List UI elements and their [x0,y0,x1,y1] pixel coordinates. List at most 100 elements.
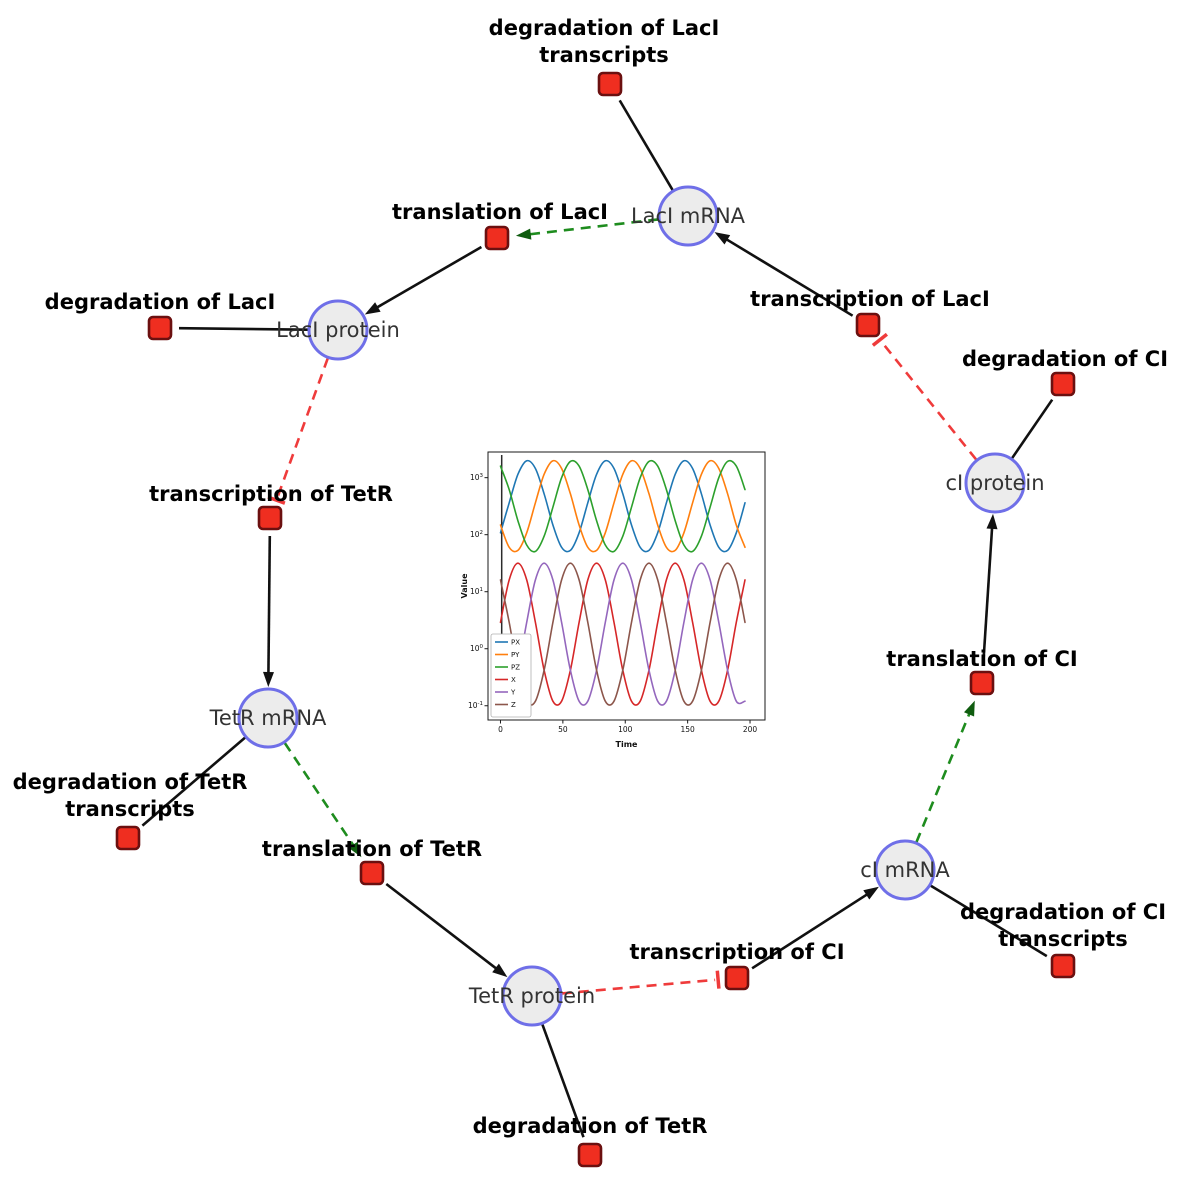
reaction-label-transcription-tetr: transcription of TetR [149,482,393,506]
edge-line [915,711,972,843]
species-label-ci-protein: cI protein [945,471,1044,495]
species-label-laci-mrna: LacI mRNA [631,204,746,228]
reaction-node-deg-ci-transcripts[interactable] [1050,953,1076,979]
reaction-label-translation-ci: translation of CI [886,647,1077,671]
species-label-laci-protein: LacI protein [276,318,400,342]
edge-tetr-protein--transcription-ci [561,970,721,995]
edge-translation-tetr--tetr-protein [385,882,508,978]
legend-label-PY: PY [511,651,520,659]
reaction-node-translation-ci[interactable] [969,670,995,696]
chart-series-PY [499,459,746,553]
edge-line [374,245,483,310]
reaction-node-transcription-laci[interactable] [855,312,881,338]
chart-series-PZ [499,459,746,553]
edge-laci-protein--deg-laci [178,326,309,331]
edge-laci-mrna--translation-laci [515,218,659,240]
edge-transcription-ci--ci-mrna [751,886,879,970]
reaction-node-deg-ci[interactable] [1050,371,1076,397]
species-node-ci-protein[interactable] [964,452,1026,514]
species-label-tetr-mrna: TetR mRNA [209,706,327,730]
y-tick-label: 10-1 [468,701,483,710]
edge-translation-laci--laci-protein [364,245,483,315]
edge-tetr-protein--deg-tetr [541,1023,585,1138]
chart-series-Z [499,562,746,706]
edge-translation-ci--ci-protein [981,513,998,666]
reaction-node-deg-tetr[interactable] [577,1142,603,1168]
edge-line [141,736,247,827]
y-tick-label: 102 [470,530,483,539]
edge-line [561,978,716,995]
reaction-node-deg-laci[interactable] [147,315,173,341]
species-node-laci-protein[interactable] [307,299,369,361]
edge-line [981,525,994,666]
y-tick-label: 103 [470,473,484,482]
edge-line [267,535,272,676]
reaction-node-transcription-tetr[interactable] [257,505,283,531]
chart-series-layer [499,459,746,706]
edge-line [929,884,1048,958]
reaction-node-transcription-ci[interactable] [724,965,750,991]
reaction-node-deg-tetr-transcripts[interactable] [115,825,141,851]
reaction-label-deg-tetr: degradation of TetR [473,1114,708,1138]
edge-line [1010,398,1054,460]
arrowhead-icon [964,700,975,717]
x-tick-label: 100 [618,725,633,734]
reaction-label-translation-tetr: translation of TetR [262,837,482,861]
arrowhead-icon [986,513,998,530]
arrowhead-icon [364,302,381,315]
reaction-node-translation-laci[interactable] [484,225,510,251]
legend-label-PZ: PZ [511,664,520,672]
legend-label-Z: Z [511,701,516,709]
chart-series-Y [499,562,746,706]
inhibition-bar-icon [871,332,888,347]
edge-line [385,882,499,971]
reaction-node-deg-laci-transcripts[interactable] [597,71,623,97]
edge-line [283,742,356,849]
species-node-laci-mrna[interactable] [657,185,719,247]
y-tick-label: 101 [470,587,483,596]
reaction-label-deg-laci: degradation of LacI [45,290,276,314]
reaction-node-translation-tetr[interactable] [359,860,385,886]
arrowhead-icon [263,671,274,687]
reaction-label-transcription-ci: transcription of CI [629,940,844,964]
edge-transcription-tetr--tetr-mrna [263,535,274,687]
reaction-label-transcription-laci: transcription of LacI [750,287,990,311]
edge-tetr-mrna--deg-tetr-transcripts [141,736,247,827]
edge-transcription-laci--laci-mrna [714,232,854,317]
edge-line [527,218,659,236]
chart-series-PX [499,459,746,553]
inhibition-bar-icon [267,495,286,505]
species-node-ci-mrna[interactable] [874,839,936,901]
edge-ci-protein--deg-ci [1010,398,1054,460]
legend-label-PX: PX [511,639,520,647]
edge-line [618,99,674,191]
species-node-tetr-mrna[interactable] [237,687,299,749]
arrowhead-icon [515,228,532,240]
x-tick-label: 50 [558,725,568,734]
arrowhead-icon [492,963,508,978]
arrowhead-icon [863,886,879,900]
arrowhead-icon [348,841,362,858]
arrowhead-icon [714,232,731,245]
x-tick-label: 0 [498,725,503,734]
edge-ci-mrna--deg-ci-transcripts [929,884,1048,958]
edges-layer [141,99,1054,1138]
species-node-tetr-protein[interactable] [501,965,563,1027]
species-label-ci-mrna: cI mRNA [860,858,950,882]
legend-label-Y: Y [510,689,516,697]
edge-laci-mrna--deg-laci-transcripts [618,99,674,191]
edge-ci-mrna--translation-ci [915,700,975,843]
reaction-label-deg-ci: degradation of CI [962,347,1168,371]
edge-ci-protein--transcription-laci [871,332,978,461]
species-label-tetr-protein: TetR protein [468,984,595,1008]
edge-line [178,326,309,331]
nodes-layer [115,71,1076,1168]
y-axis-label: Value [460,573,469,599]
x-tick-label: 150 [680,725,695,734]
